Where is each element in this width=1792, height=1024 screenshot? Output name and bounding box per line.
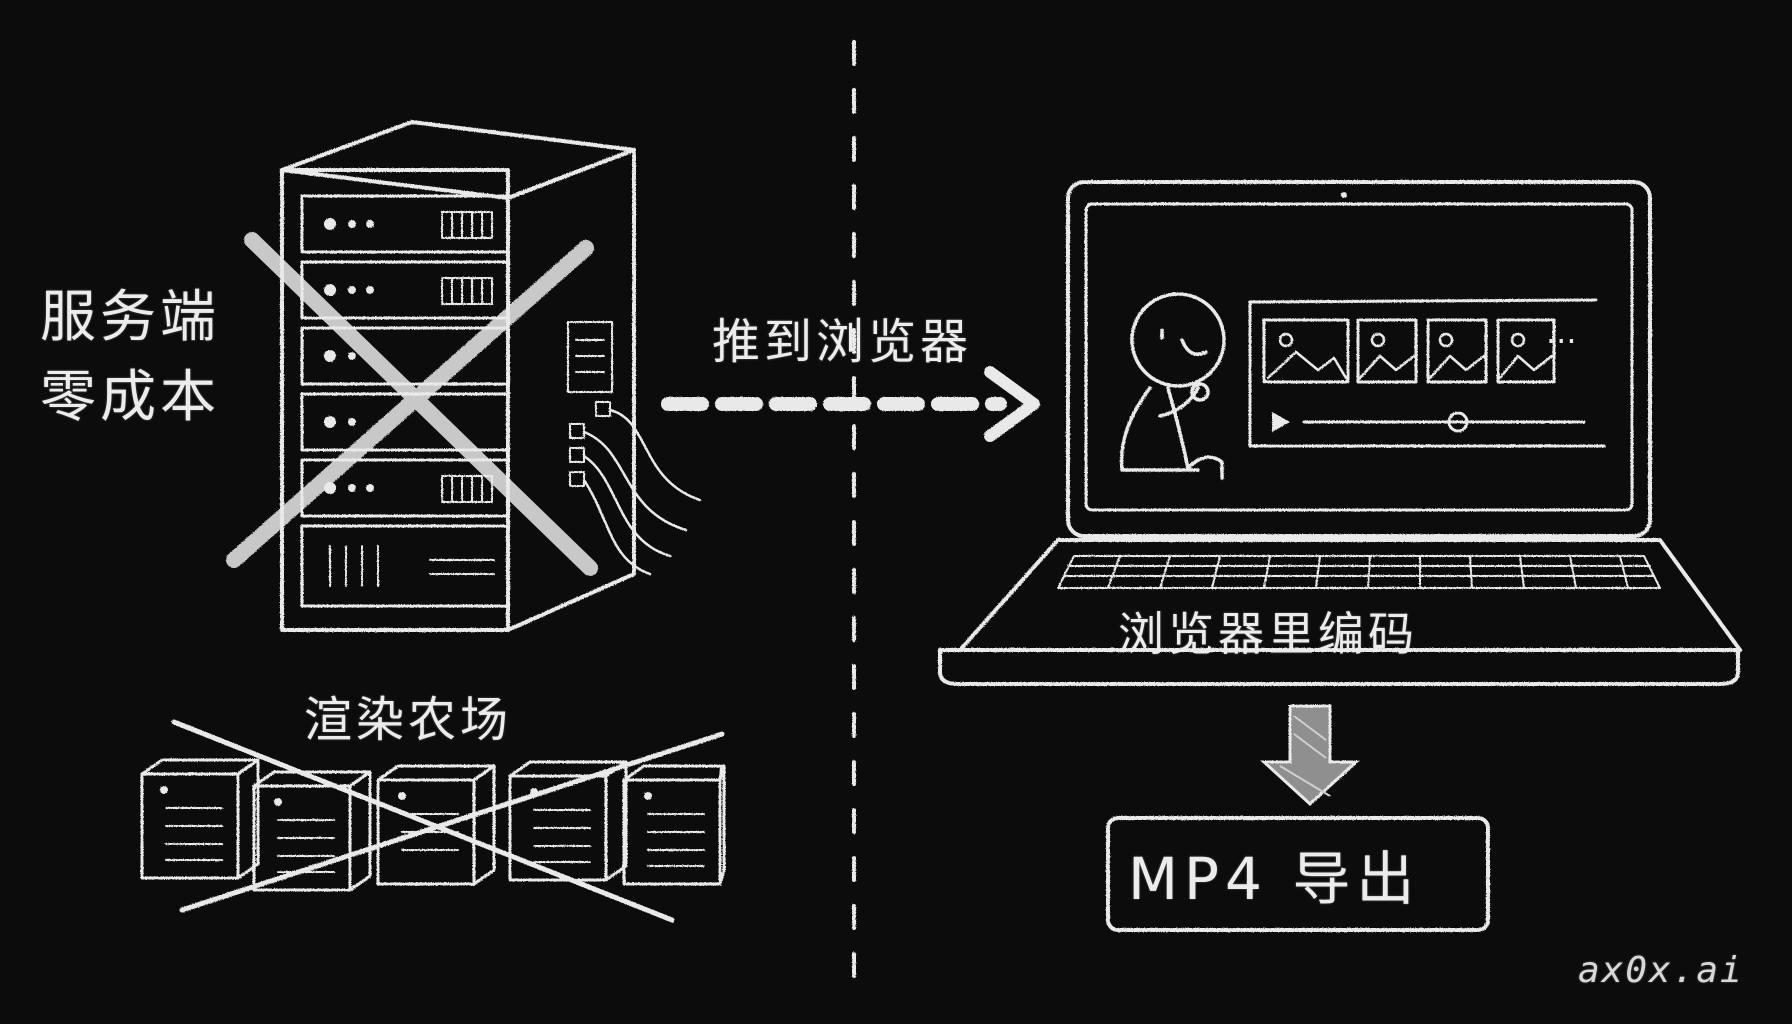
stick-figure-icon xyxy=(1119,292,1226,480)
farm-label: 渲染农场 xyxy=(304,692,513,748)
server-cross-out-icon xyxy=(226,232,598,576)
scrubber-handle xyxy=(1447,411,1469,433)
encode-label: 浏览器里编码 xyxy=(1118,607,1418,661)
image-thumbnail-icon xyxy=(1356,318,1418,384)
laptop-icon xyxy=(938,180,1742,686)
brand-watermark: ax0x.ai xyxy=(1578,950,1744,991)
thumbnail-overflow: ··· xyxy=(1546,322,1577,360)
render-farm-icon xyxy=(140,758,726,892)
image-thumbnail-icon xyxy=(1262,318,1350,384)
video-timeline-panel xyxy=(1248,298,1606,448)
play-icon xyxy=(1272,412,1290,432)
image-thumbnail-icon xyxy=(1496,318,1556,384)
push-label: 推到浏览器 xyxy=(712,314,973,370)
server-label-line1: 服务端 xyxy=(40,285,220,350)
export-label: MP4 导出 xyxy=(1128,845,1421,913)
image-thumbnail-icon xyxy=(1426,318,1488,384)
server-rack-icon xyxy=(280,120,702,632)
server-label-line2: 零成本 xyxy=(40,365,220,430)
server-label: 服务端 零成本 xyxy=(40,278,220,438)
arrow-down-icon xyxy=(1260,704,1360,807)
export-box xyxy=(1106,816,1490,932)
farm-cross-out-icon xyxy=(171,719,725,923)
arrow-right-icon xyxy=(661,366,1040,442)
